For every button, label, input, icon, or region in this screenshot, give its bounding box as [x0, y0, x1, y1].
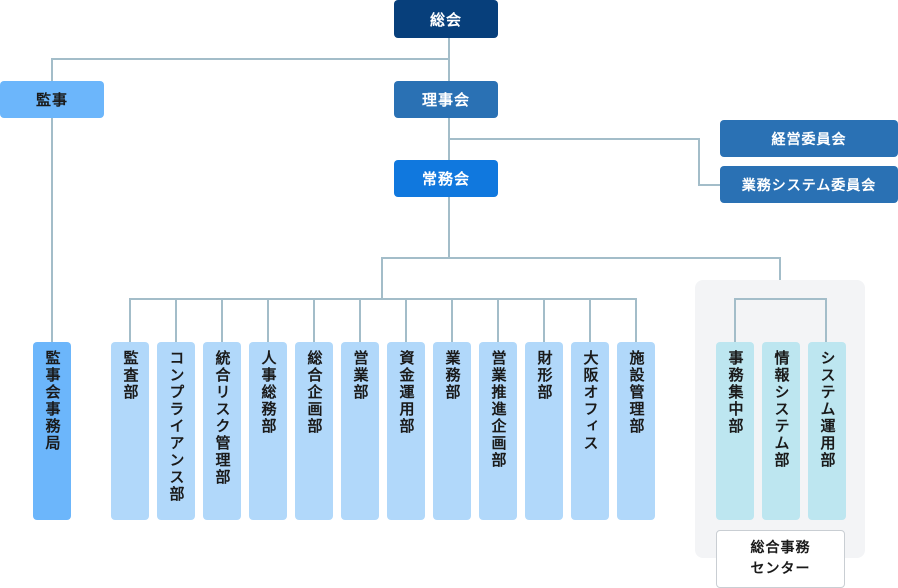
department-label: 施設管理部 [627, 350, 646, 435]
committee-label: 経営委員会 [771, 131, 847, 148]
department-box[interactable]: 業務部 [433, 342, 471, 520]
connector [381, 257, 781, 259]
committee-label: 業務システム委員会 [741, 177, 877, 194]
connector [451, 298, 453, 342]
connector [543, 298, 545, 342]
connector [175, 298, 177, 342]
department-label: 大阪オフィス [581, 350, 600, 452]
department-label: 総合企画部 [305, 350, 324, 435]
center-department-label: 情報システム部 [772, 350, 791, 469]
department-box[interactable]: 営業推進企画部 [479, 342, 517, 520]
department-box[interactable]: 統合リスク管理部 [203, 342, 241, 520]
department-box[interactable]: 総合企画部 [295, 342, 333, 520]
connector [448, 138, 700, 140]
committee-box-management[interactable]: 経営委員会 [720, 120, 898, 157]
connector [734, 298, 736, 342]
connector [635, 298, 637, 342]
connector [51, 58, 450, 60]
center-department-label: 事務集中部 [726, 350, 745, 435]
committee-box-system[interactable]: 業務システム委員会 [720, 166, 898, 203]
connector [129, 298, 131, 342]
center-label-line2: センター [750, 561, 811, 577]
board-box[interactable]: 理事会 [394, 81, 498, 118]
department-box[interactable]: 監査部 [111, 342, 149, 520]
center-department-box[interactable]: システム運用部 [808, 342, 846, 520]
board-label: 理事会 [421, 91, 470, 109]
department-label: 監査部 [121, 350, 140, 401]
center-department-label: システム運用部 [818, 350, 837, 469]
connector [381, 257, 383, 300]
department-label: 資金運用部 [397, 350, 416, 435]
auditor-label: 監事 [35, 91, 68, 109]
connector [405, 298, 407, 342]
connector [698, 138, 700, 185]
department-box[interactable]: コンプライアンス部 [157, 342, 195, 520]
center-label-box[interactable]: 総合事務 センター [716, 530, 845, 588]
department-box[interactable]: 大阪オフィス [571, 342, 609, 520]
auditor-office-label: 監事会事務局 [43, 350, 62, 452]
connector [448, 197, 450, 259]
connector [359, 298, 361, 342]
connector [221, 298, 223, 342]
department-box[interactable]: 財形部 [525, 342, 563, 520]
connector [698, 184, 720, 186]
department-label: 営業推進企画部 [489, 350, 508, 469]
executive-box[interactable]: 常務会 [394, 160, 498, 197]
center-label-line1: 総合事務 [750, 540, 811, 556]
department-label: 営業部 [351, 350, 370, 401]
department-label: 業務部 [443, 350, 462, 401]
department-box[interactable]: 営業部 [341, 342, 379, 520]
department-label: 統合リスク管理部 [213, 350, 232, 486]
department-label: 人事総務部 [259, 350, 278, 435]
department-label: 財形部 [535, 350, 554, 401]
connector [51, 58, 53, 82]
department-box[interactable]: 人事総務部 [249, 342, 287, 520]
center-department-box[interactable]: 事務集中部 [716, 342, 754, 520]
department-box[interactable]: 資金運用部 [387, 342, 425, 520]
department-label: コンプライアンス部 [167, 350, 186, 503]
department-box[interactable]: 施設管理部 [617, 342, 655, 520]
connector [267, 298, 269, 342]
connector [51, 117, 53, 342]
connector [589, 298, 591, 342]
center-department-box[interactable]: 情報システム部 [762, 342, 800, 520]
auditor-box[interactable]: 監事 [0, 81, 104, 118]
auditor-office-box[interactable]: 監事会事務局 [33, 342, 71, 520]
connector [129, 298, 637, 300]
general-assembly-label: 総会 [429, 10, 462, 29]
connector [313, 298, 315, 342]
general-assembly-box[interactable]: 総会 [394, 0, 498, 38]
connector [734, 298, 827, 300]
executive-label: 常務会 [421, 170, 470, 188]
connector [825, 298, 827, 342]
connector [497, 298, 499, 342]
